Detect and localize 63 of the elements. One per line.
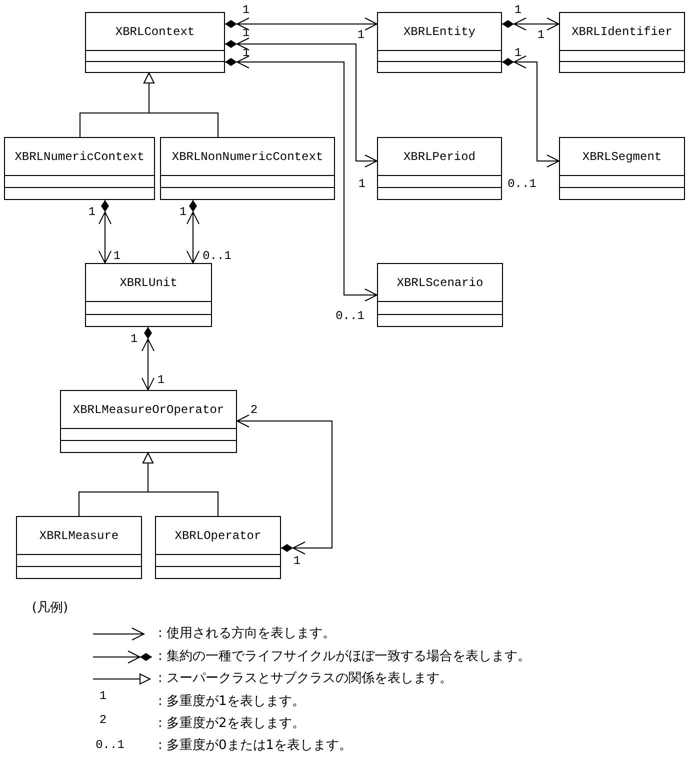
multiplicity-label: 0..1	[508, 178, 536, 190]
composition-arrow	[224, 18, 378, 30]
class-name: XBRLScenario	[396, 274, 484, 292]
composition-arrow	[502, 18, 560, 30]
class-box	[4, 137, 155, 200]
multiplicity-label: 1	[130, 333, 138, 345]
class-box	[377, 12, 502, 73]
multiplicity-label: 1	[242, 4, 250, 16]
legend-text: : 集約の一種でライフサイクルがほぼ一致する場合を表します。	[158, 650, 531, 663]
class-box	[16, 516, 142, 579]
class-name: XBRLPeriod	[402, 148, 476, 166]
multiplicity-label: 1	[157, 374, 165, 386]
composition-arrow	[142, 326, 154, 390]
class-name: XBRLContext	[114, 24, 196, 40]
multiplicity-label: 0..1	[202, 250, 232, 262]
class-name: XBRLOperator	[174, 528, 262, 544]
class-box	[160, 137, 335, 200]
multiplicity-label: 1	[358, 178, 366, 190]
multiplicity-label: 1	[537, 29, 545, 41]
multiplicity-label: 0..1	[96, 739, 124, 751]
composition-arrow	[502, 56, 560, 168]
class-box	[559, 137, 685, 200]
class-name: XBRLNumericContext	[14, 148, 146, 166]
multiplicity-label: 1	[99, 690, 107, 702]
class-name: XBRLIdentifier	[570, 24, 674, 40]
class-name: XBRLSegment	[581, 148, 663, 166]
class-box	[377, 137, 502, 200]
generalization-arrow	[142, 452, 218, 516]
class-box	[85, 12, 225, 73]
multiplicity-label: 2	[99, 714, 107, 726]
composition-arrow	[236, 414, 332, 554]
composition-arrow	[186, 200, 200, 264]
multiplicity-label: 2	[250, 404, 258, 416]
multiplicity-label: 1	[179, 206, 187, 218]
class-box	[559, 12, 685, 73]
legend-text: : 多重度が1を表します。	[158, 695, 305, 708]
class-name: XBRLEntity	[402, 24, 476, 40]
class-name: XBRLMeasure	[38, 528, 120, 544]
multiplicity-label: 1	[293, 555, 301, 567]
class-box	[377, 263, 503, 327]
multiplicity-label: 0..1	[336, 310, 364, 322]
legend-text: : 使用される方向を表します。	[158, 627, 336, 640]
multiplicity-label: 1	[242, 47, 250, 59]
composition-arrow	[224, 38, 378, 168]
legend-text: : 多重度が2を表します。	[158, 717, 305, 730]
legend-text: : スーパークラスとサブクラスの関係を表します。	[158, 672, 453, 685]
class-box	[60, 390, 237, 453]
multiplicity-label: 1	[88, 206, 96, 218]
class-name: XBRLNonNumericContext	[170, 148, 324, 166]
legend-text: : 多重度が0または1を表します。	[158, 739, 352, 752]
generalization-arrow	[144, 72, 218, 138]
multiplicity-label: 1	[242, 27, 250, 39]
composition-arrow	[224, 56, 378, 302]
class-name: XBRLMeasureOrOperator	[72, 402, 226, 418]
multiplicity-label: 1	[514, 47, 522, 59]
class-name: XBRLUnit	[118, 274, 178, 292]
composition-arrow	[98, 200, 112, 264]
multiplicity-label: 1	[514, 4, 522, 16]
class-box	[155, 516, 281, 579]
class-box	[85, 263, 212, 327]
multiplicity-label: 1	[113, 250, 121, 262]
multiplicity-label: 1	[357, 29, 365, 41]
legend-heading: (凡例)	[32, 602, 68, 614]
